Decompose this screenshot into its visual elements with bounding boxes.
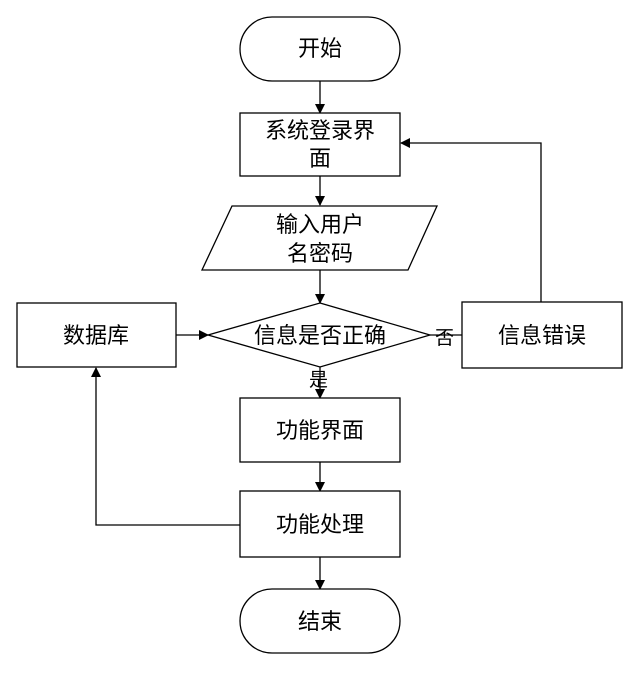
end-shape <box>239 588 401 654</box>
error-shape <box>461 301 623 369</box>
database-node: 数据库 <box>16 302 177 368</box>
function-process-node: 功能处理 <box>239 490 401 558</box>
login-screen-label-line1: 系统登录界 <box>265 119 375 144</box>
decision-shape <box>205 302 433 368</box>
function-screen-node: 功能界面 <box>239 397 401 463</box>
edges <box>91 81 542 590</box>
start-shape <box>239 16 401 82</box>
edge-process-to-database <box>91 367 240 526</box>
login-screen-shape <box>239 112 401 177</box>
login-screen-label-line2: 面 <box>309 147 331 172</box>
database-shape <box>16 302 177 368</box>
database-label: 数据库 <box>63 324 129 349</box>
decision-node: 信息是否正确 <box>205 302 433 368</box>
input-credentials-node: 输入用户 名密码 <box>200 205 439 271</box>
input-credentials-label-line1: 输入用户 <box>276 213 364 238</box>
end-label: 结束 <box>298 610 342 635</box>
input-credentials-shape <box>200 205 439 271</box>
function-process-shape <box>239 490 401 558</box>
edge-label-no: 否 <box>435 327 454 349</box>
login-screen-node: 系统登录界 面 <box>239 112 401 177</box>
function-screen-label: 功能界面 <box>276 419 364 444</box>
edge-error-to-login <box>400 138 542 302</box>
edge-label-yes: 是 <box>309 369 328 391</box>
function-process-label: 功能处理 <box>276 513 364 538</box>
start-node: 开始 <box>239 16 401 82</box>
input-credentials-label-line2: 名密码 <box>287 242 353 267</box>
function-screen-shape <box>239 397 401 463</box>
start-label: 开始 <box>298 37 342 62</box>
error-label: 信息错误 <box>498 324 586 349</box>
decision-label: 信息是否正确 <box>254 324 386 349</box>
end-node: 结束 <box>239 588 401 654</box>
error-node: 信息错误 <box>461 301 623 369</box>
